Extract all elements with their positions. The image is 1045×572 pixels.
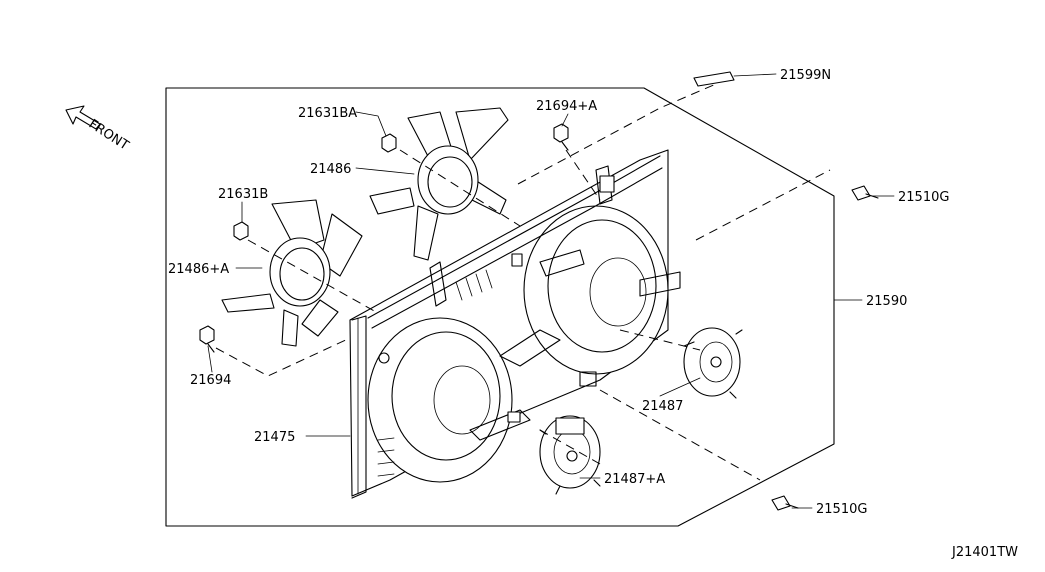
leader-line xyxy=(659,377,701,397)
assembly-line xyxy=(565,149,601,201)
fan-motor-left xyxy=(539,415,601,495)
assembly-line xyxy=(247,239,377,313)
fan-blade-upper xyxy=(369,107,509,261)
leader-line xyxy=(207,345,213,373)
bolt-21694 xyxy=(199,325,215,353)
assembly-line xyxy=(695,169,831,241)
assembly-line xyxy=(539,429,601,465)
fan-blade-lower xyxy=(221,199,363,347)
leader-line xyxy=(355,167,415,175)
assembly-line xyxy=(215,337,351,377)
label-21486: 21486 xyxy=(310,162,351,177)
label-21487A: 21487+A xyxy=(604,472,665,487)
label-21599N: 21599N xyxy=(780,68,831,83)
label-21510G-bottom: 21510G xyxy=(816,502,867,517)
fan-motor-right xyxy=(683,327,743,399)
label-21475: 21475 xyxy=(254,430,295,445)
bolt-21510G-bottom xyxy=(771,495,799,511)
front-label: FRONT xyxy=(86,117,131,154)
diagram-code: J21401TW xyxy=(951,545,1018,560)
assembly-line xyxy=(399,149,521,227)
nut-21631B xyxy=(233,221,249,241)
label-21599N-part xyxy=(693,71,735,87)
assembly-line xyxy=(517,83,717,185)
assembly-line xyxy=(599,389,761,481)
leader-line xyxy=(561,113,569,127)
assembly-line xyxy=(619,329,701,351)
bolt-21694A xyxy=(553,123,569,151)
left-fan-ring xyxy=(367,317,513,483)
leader-line xyxy=(355,111,387,137)
nut-21631BA xyxy=(381,133,397,153)
label-21486A: 21486+A xyxy=(168,262,229,277)
label-21694A: 21694+A xyxy=(536,99,597,114)
front-direction-arrow: FRONT xyxy=(65,105,131,154)
leader-line xyxy=(733,73,777,77)
label-21487: 21487 xyxy=(642,399,683,414)
label-21631BA: 21631BA xyxy=(298,106,357,121)
label-21590: 21590 xyxy=(866,294,907,309)
fan-shroud xyxy=(349,149,681,499)
label-21694: 21694 xyxy=(190,373,231,388)
label-21631B: 21631B xyxy=(218,187,268,202)
assembly-boundary xyxy=(165,87,835,527)
label-21510G-top: 21510G xyxy=(898,190,949,205)
bolt-21510G-top xyxy=(851,185,879,201)
